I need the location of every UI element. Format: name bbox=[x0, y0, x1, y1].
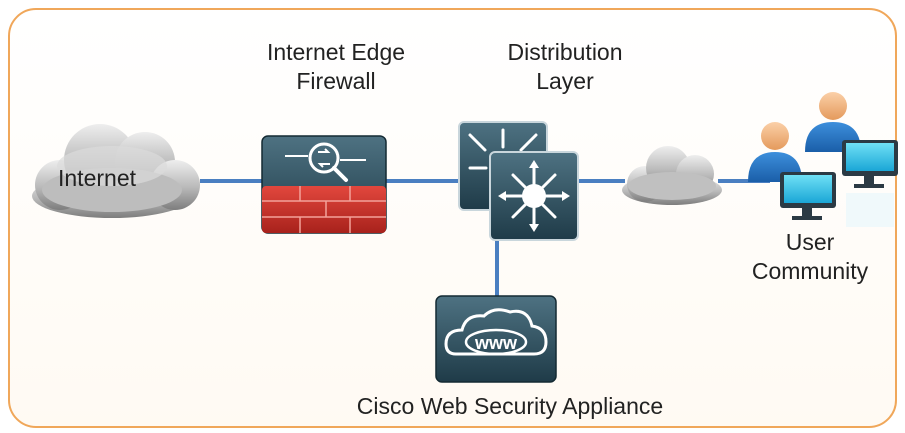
user-community-label-line2: Community bbox=[751, 258, 869, 284]
web-security-appliance-icon: www bbox=[435, 295, 557, 383]
user-workstation-icon bbox=[748, 92, 898, 227]
distribution-label: Distribution Layer bbox=[470, 38, 660, 96]
firewall-label: Internet Edge Firewall bbox=[236, 38, 436, 96]
distribution-switch-icon bbox=[458, 121, 579, 241]
distribution-label-line2: Layer bbox=[536, 68, 594, 94]
firewall-label-line1: Internet Edge bbox=[266, 39, 406, 65]
firewall-label-line2: Firewall bbox=[296, 68, 376, 94]
internet-label: Internet bbox=[58, 165, 136, 191]
wan-cloud-icon bbox=[622, 146, 722, 205]
user-community-label: User Community bbox=[730, 228, 890, 286]
svg-text:www: www bbox=[474, 333, 518, 353]
distribution-label-line1: Distribution bbox=[507, 39, 623, 65]
user-community-label-line1: User bbox=[785, 229, 835, 255]
wsa-label: Cisco Web Security Appliance bbox=[356, 393, 664, 419]
internet-cloud-icon bbox=[32, 124, 200, 218]
firewall-icon bbox=[261, 135, 387, 234]
